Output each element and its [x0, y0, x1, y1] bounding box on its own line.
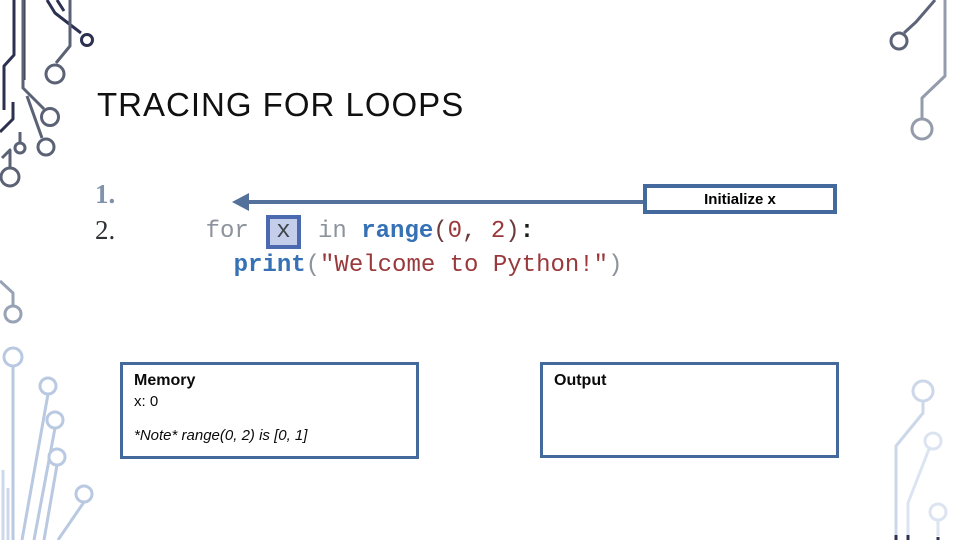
- print-string-literal: "Welcome to Python!": [320, 252, 609, 279]
- memory-panel-title: Memory: [134, 372, 196, 389]
- range-open-paren: (: [433, 218, 448, 245]
- memory-panel: Memory x: 0 *Note* range(0, 2) is [0, 1]: [120, 362, 419, 459]
- for-colon: :: [519, 218, 535, 245]
- code-line-print: print("Welcome to Python!"): [176, 221, 623, 311]
- memory-range-note: *Note* range(0, 2) is [0, 1]: [134, 427, 308, 444]
- initialize-x-callout: Initialize x: [643, 184, 837, 214]
- print-close-paren: ): [608, 252, 623, 279]
- circuit-decoration-bottom-right: [894, 379, 948, 540]
- memory-entry-x: x: 0: [134, 393, 159, 410]
- keyword-for: for: [205, 218, 264, 245]
- print-open-paren: (: [305, 252, 321, 279]
- function-print: print: [233, 252, 306, 279]
- function-range: range: [361, 218, 434, 245]
- output-panel: Output: [540, 362, 839, 458]
- circuit-decoration-bottom-left: [1, 346, 94, 540]
- circuit-decoration-left-middle: [0, 279, 23, 324]
- circuit-decoration-top-left-slate: [0, 0, 72, 188]
- line-number-2: 2.: [95, 215, 116, 245]
- range-close-paren: ): [505, 218, 520, 245]
- output-panel-title: Output: [554, 372, 607, 389]
- circuit-decoration-top-left-navy: [0, 0, 94, 134]
- line-number-1: 1.: [95, 179, 116, 209]
- range-comma: ,: [462, 218, 491, 245]
- range-arg-start: 0: [447, 218, 463, 245]
- range-arg-stop: 2: [490, 218, 506, 245]
- initialize-x-label: Initialize x: [704, 190, 776, 208]
- circuit-decoration-top-right: [889, 0, 947, 141]
- loop-variable-highlight: x: [266, 215, 301, 249]
- keyword-in: in: [303, 218, 362, 245]
- code-line-for: for x in range(0, 2):: [148, 185, 534, 279]
- slide-title: TRACING FOR LOOPS: [97, 86, 465, 123]
